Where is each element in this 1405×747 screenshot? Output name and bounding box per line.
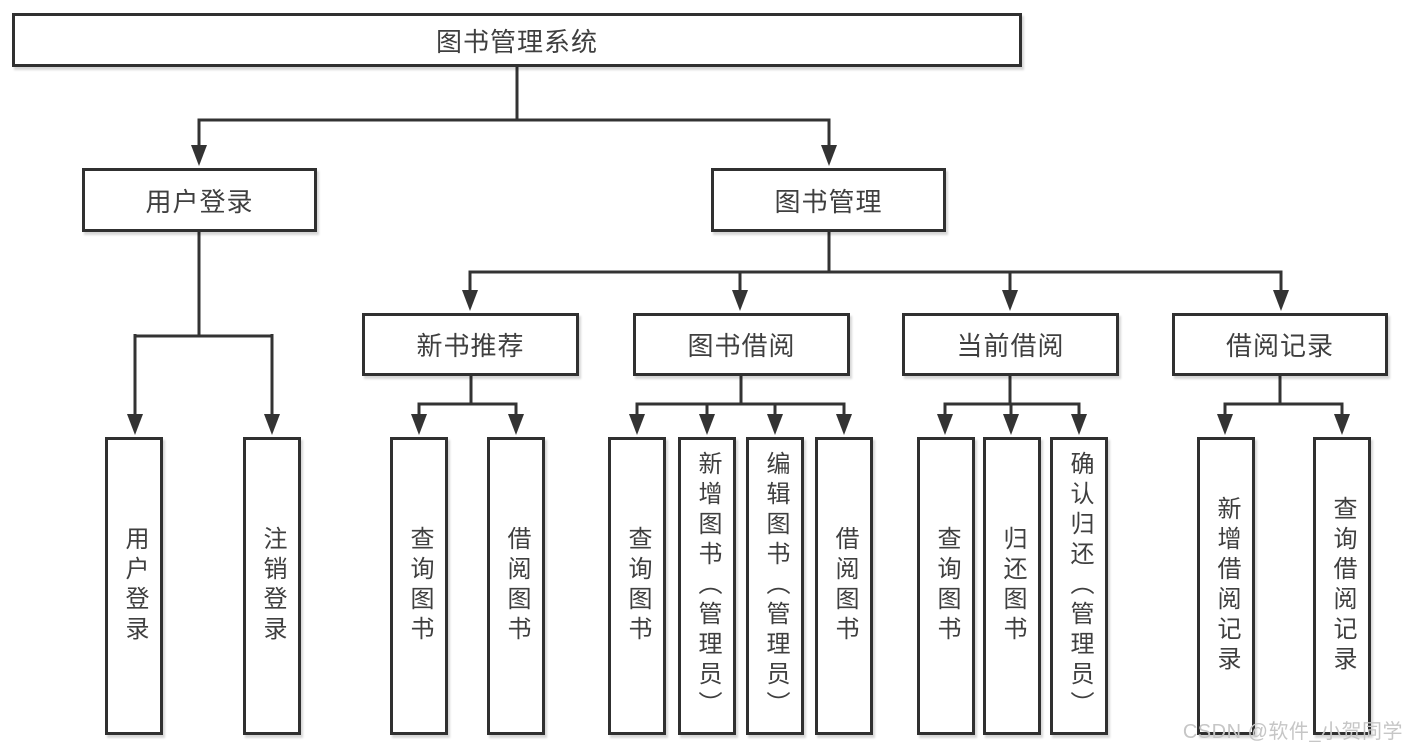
node-label: 用户登录 <box>145 186 254 217</box>
leaf-logout: 注销登录 <box>243 437 301 735</box>
node-label: 查询图书 <box>405 526 433 646</box>
arrowhead-icon <box>191 145 207 166</box>
leaf-current-return-books: 归还图书 <box>983 437 1041 735</box>
node-book-management: 图书管理 <box>711 168 946 232</box>
arrowhead-icon <box>1071 414 1087 435</box>
arrowhead-icon <box>937 414 953 435</box>
arrowhead-icon <box>767 414 783 435</box>
arrowheads <box>127 145 1350 435</box>
leaf-newbook-borrow-books: 借阅图书 <box>487 437 545 735</box>
node-label: 新增借阅记录 <box>1212 496 1240 676</box>
connector-currentborrow-to-leaves <box>943 375 1081 418</box>
node-label: 归还图书 <box>998 526 1026 646</box>
node-label: 图书管理 <box>774 186 883 217</box>
arrowhead-icon <box>1217 414 1233 435</box>
node-label: 当前借阅 <box>956 331 1065 361</box>
leaf-record-add-record: 新增借阅记录 <box>1197 437 1255 735</box>
connector-bookmgmt-to-level3 <box>468 232 1283 295</box>
connector-root-to-level2 <box>197 67 831 150</box>
node-label: 新增图书（管理员） <box>693 451 721 721</box>
node-label: 图书借阅 <box>687 331 796 361</box>
arrowhead-icon <box>508 414 524 435</box>
node-current-borrow: 当前借阅 <box>902 313 1119 376</box>
node-root: 图书管理系统 <box>12 13 1022 67</box>
arrowhead-icon <box>1003 414 1019 435</box>
leaf-borrow-edit-books-admin: 编辑图书（管理员） <box>746 437 804 735</box>
arrowhead-icon <box>1002 290 1018 311</box>
leaf-borrow-add-books-admin: 新增图书（管理员） <box>678 437 736 735</box>
arrowhead-icon <box>462 290 478 311</box>
node-label: 查询图书 <box>932 526 960 646</box>
node-borrow-records: 借阅记录 <box>1172 313 1388 376</box>
arrowhead-icon <box>699 414 715 435</box>
connector-newbook-to-leaves <box>417 375 518 418</box>
arrowhead-icon <box>411 414 427 435</box>
node-label: 图书管理系统 <box>435 26 598 57</box>
node-label: 新书推荐 <box>416 331 525 361</box>
connector-borrowrecord-to-leaves <box>1223 375 1344 418</box>
connector-bookborrow-to-leaves <box>635 375 846 418</box>
node-label: 用户登录 <box>120 526 148 646</box>
arrowhead-icon <box>629 414 645 435</box>
arrowhead-icon <box>1273 290 1289 311</box>
leaf-user-login: 用户登录 <box>105 437 163 735</box>
node-label: 查询图书 <box>623 526 651 646</box>
arrowhead-icon <box>732 290 748 311</box>
arrowhead-icon <box>821 145 837 166</box>
leaf-current-query-books: 查询图书 <box>917 437 975 735</box>
arrowhead-icon <box>127 414 143 435</box>
leaf-record-query-record: 查询借阅记录 <box>1313 437 1371 735</box>
arrowhead-icon <box>836 414 852 435</box>
node-label: 借阅记录 <box>1225 331 1334 361</box>
node-label: 借阅图书 <box>502 526 530 646</box>
csdn-watermark: CSDN @软件_小贺同学 <box>1182 721 1403 743</box>
connector-paths <box>133 67 1344 418</box>
node-label: 注销登录 <box>258 526 286 646</box>
leaf-borrow-borrow-books: 借阅图书 <box>815 437 873 735</box>
node-label: 编辑图书（管理员） <box>761 451 789 721</box>
arrowhead-icon <box>264 414 280 435</box>
arrowhead-icon <box>1334 414 1350 435</box>
node-book-borrow: 图书借阅 <box>633 313 850 376</box>
leaf-current-confirm-return-admin: 确认归还（管理员） <box>1050 437 1108 735</box>
node-label: 查询借阅记录 <box>1328 496 1356 676</box>
connector-userlogin-to-leaves <box>133 231 274 418</box>
node-label: 确认归还（管理员） <box>1065 451 1093 721</box>
node-new-book-recommend: 新书推荐 <box>362 313 579 376</box>
node-user-login: 用户登录 <box>82 168 317 232</box>
leaf-borrow-query-books: 查询图书 <box>608 437 666 735</box>
leaf-newbook-query-books: 查询图书 <box>390 437 448 735</box>
node-label: 借阅图书 <box>830 526 858 646</box>
